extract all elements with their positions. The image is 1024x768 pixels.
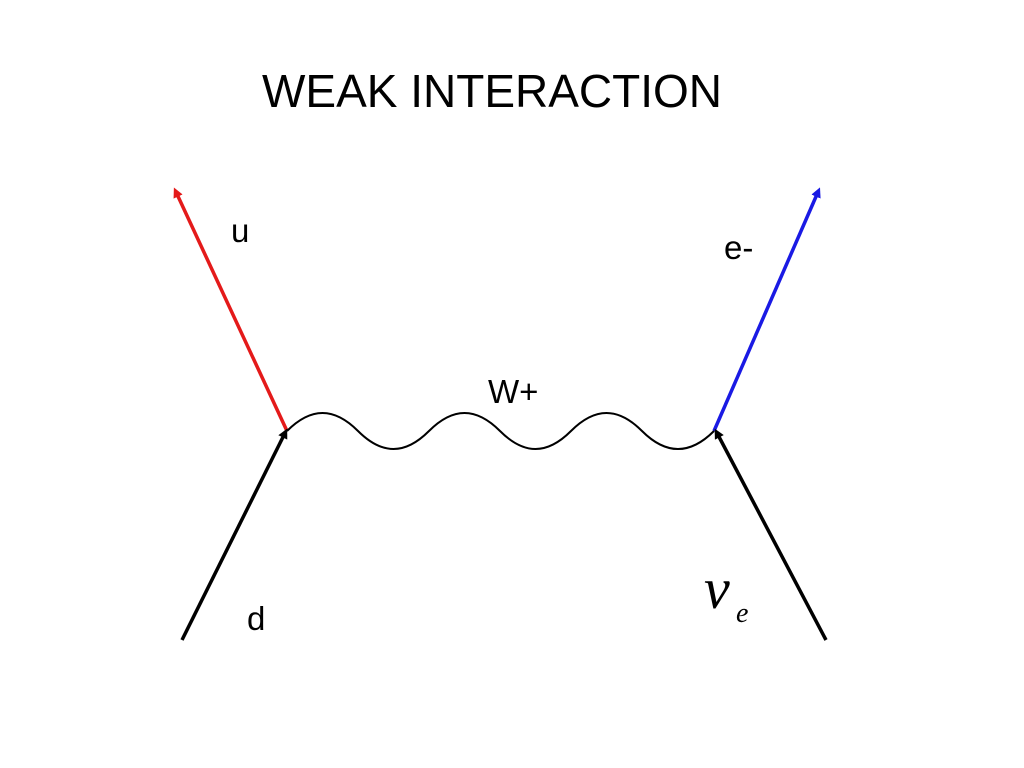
- up-quark-line: [173, 187, 289, 432]
- slide-title: WEAK INTERACTION: [261, 65, 723, 117]
- neutrino-line: [714, 428, 828, 641]
- label-w-boson: W+: [488, 373, 538, 410]
- electron-line: [712, 187, 821, 432]
- label-up-quark: u: [231, 212, 249, 249]
- label-down-quark: d: [247, 600, 265, 637]
- w-boson-propagator: [286, 412, 715, 450]
- label-electron: e-: [724, 229, 753, 266]
- label-neutrino-symbol: ν: [704, 556, 730, 621]
- down-quark-line: [180, 428, 288, 641]
- label-neutrino-subscript: e: [736, 598, 748, 629]
